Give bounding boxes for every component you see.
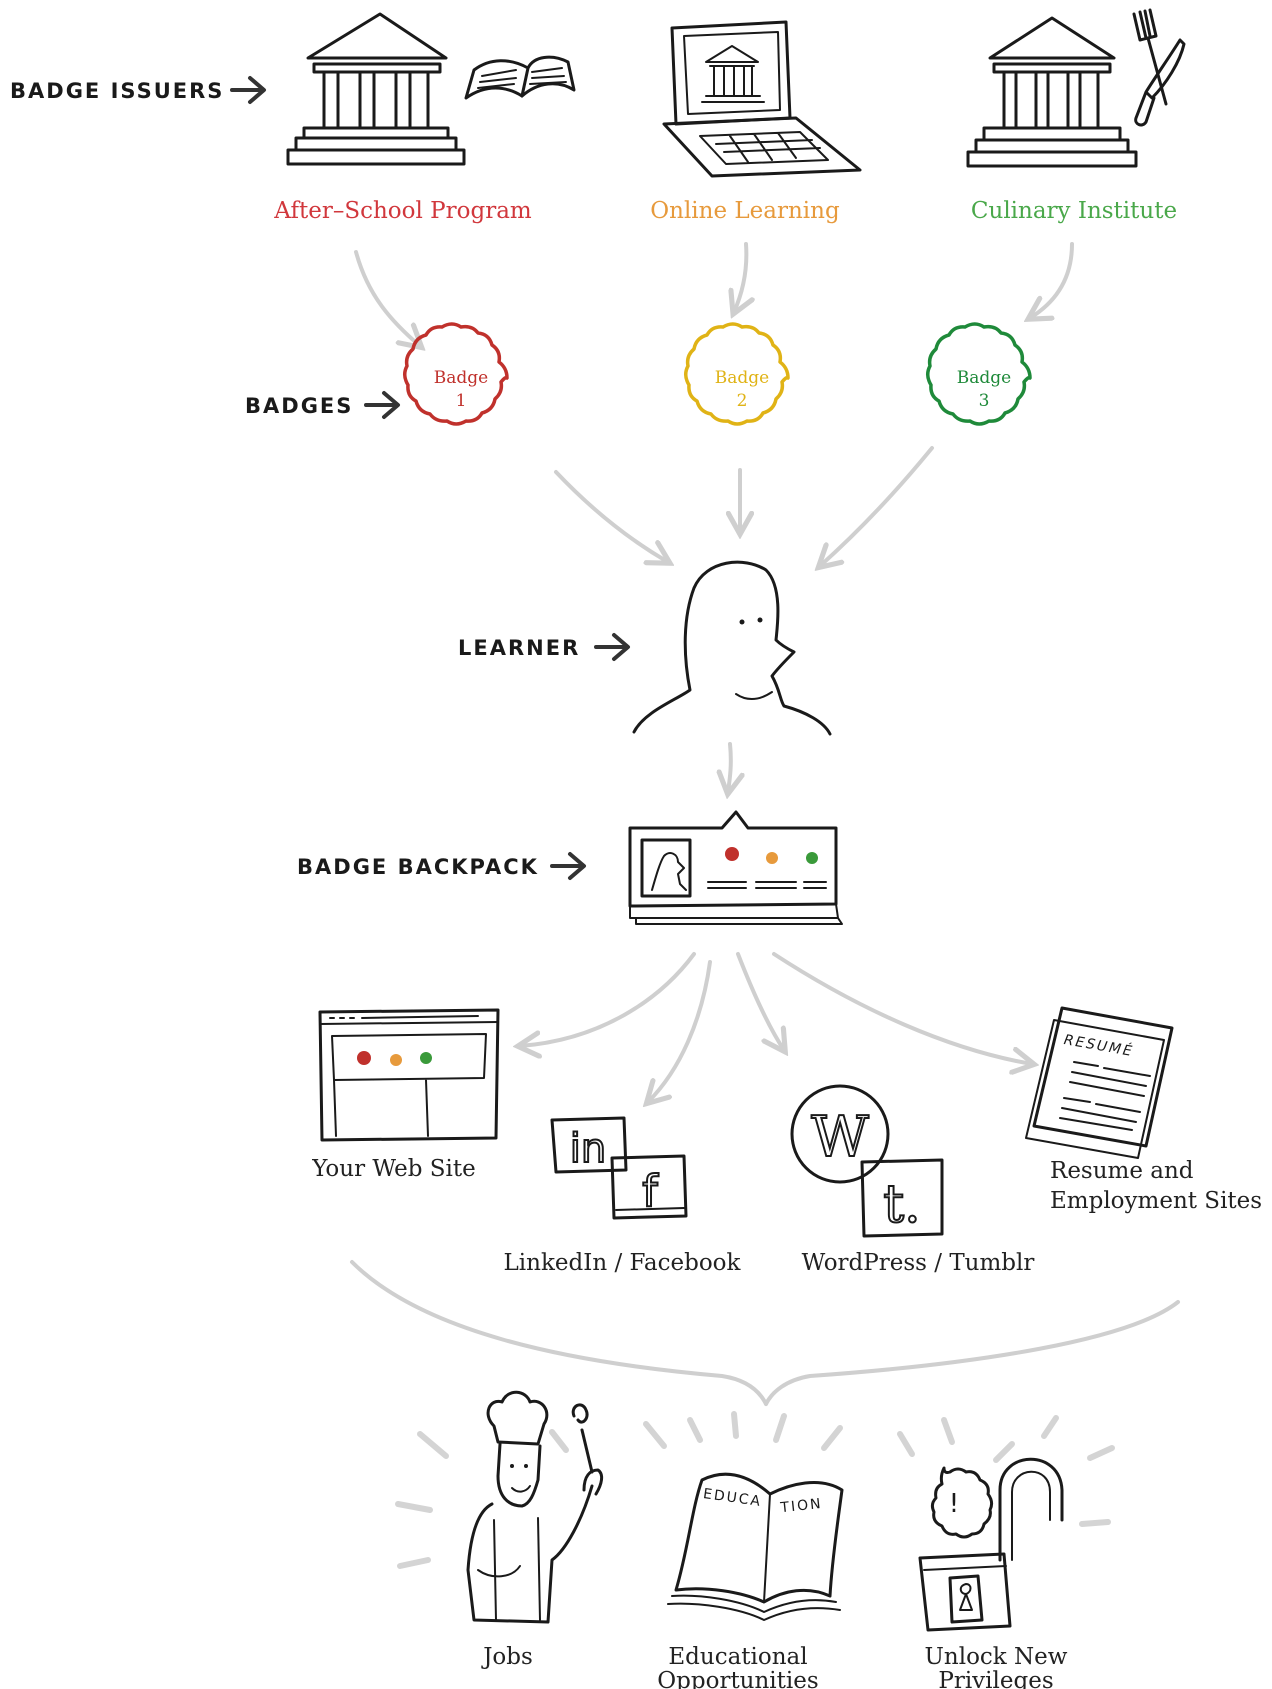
issuer-label-after-school: After–School Program <box>273 198 532 224</box>
book-right-page-text: TION <box>779 1496 824 1516</box>
badge-1-number: 1 <box>456 391 467 411</box>
badge-3: Badge 3 <box>926 322 1032 426</box>
issuer-to-badge-arrows <box>354 242 1074 346</box>
lock-exclamation-mark: ! <box>949 1489 959 1519</box>
outcome-label-jobs: Jobs <box>481 1644 533 1670</box>
flow-arrow <box>1030 242 1074 318</box>
badge-2: Badge 2 <box>684 322 790 426</box>
resume-document-icon: RESUMÉ <box>1025 1006 1174 1159</box>
book-left-page-text: EDUCA <box>702 1486 763 1510</box>
flow-arrow <box>648 960 712 1102</box>
online-learning-laptop-icon <box>662 20 862 178</box>
chef-with-spoon-icon <box>466 1390 604 1624</box>
linkedin-letters: in <box>570 1126 606 1172</box>
badge-backpack-label: BADGE BACKPACK <box>297 855 539 879</box>
destination-label-blogs: WordPress / Tumblr <box>802 1250 1035 1276</box>
destination-label-resume-line2: Employment Sites <box>1050 1188 1262 1214</box>
label-badges: BADGES <box>245 391 400 419</box>
issuer-label-online-learning: Online Learning <box>650 198 840 224</box>
tumblr-icon: t. <box>860 1158 944 1238</box>
learner-label: LEARNER <box>458 636 580 660</box>
right-arrow-icon <box>230 76 266 104</box>
label-badge-backpack: BADGE BACKPACK <box>297 852 586 880</box>
culinary-institute-building-icon <box>966 16 1138 168</box>
wordpress-letter: W <box>811 1105 869 1170</box>
flow-arrow <box>728 742 731 792</box>
flow-arrow <box>354 250 420 346</box>
mini-badges-icon <box>725 847 818 864</box>
convergence-bracket <box>350 1260 1180 1406</box>
label-learner: LEARNER <box>458 633 630 661</box>
badge-backpack-icon <box>628 810 843 925</box>
badge-3-number: 3 <box>979 391 990 411</box>
issuer-label-culinary-institute: Culinary Institute <box>971 198 1177 224</box>
outcome-label-privileges-line2: Privileges <box>938 1668 1053 1689</box>
flow-arrow <box>734 242 746 312</box>
outcome-label-education-line1: Educational <box>668 1644 807 1670</box>
right-arrow-icon <box>594 633 630 661</box>
destination-label-website: Your Web Site <box>311 1156 476 1182</box>
tumblr-letter: t. <box>883 1175 920 1235</box>
badge-3-scalloped-outline <box>926 322 1032 426</box>
open-book-icon: EDUCA TION <box>667 1472 844 1621</box>
flow-arrow <box>772 952 1032 1064</box>
flow-arrow <box>520 952 696 1046</box>
unlocked-padlock-icon: ! <box>918 1457 1064 1632</box>
label-badge-issuers: BADGE ISSUERS <box>10 76 266 104</box>
facebook-letter: f <box>642 1166 659 1217</box>
right-arrow-icon <box>550 852 586 880</box>
badges-label: BADGES <box>245 394 353 418</box>
badge-2-scalloped-outline <box>684 322 790 426</box>
web-browser-icon <box>318 1008 500 1142</box>
flow-arrow <box>820 446 934 566</box>
book-icon <box>464 55 576 100</box>
flow-arrow <box>554 470 668 562</box>
outcome-label-privileges-line1: Unlock New <box>925 1644 1068 1670</box>
flow-arrow <box>736 952 784 1050</box>
wordpress-icon: W <box>790 1084 890 1184</box>
destination-label-social: LinkedIn / Facebook <box>504 1250 742 1276</box>
issuer-labels: After–School Program Online Learning Cul… <box>273 198 1177 224</box>
badge-1-scalloped-outline <box>403 322 509 426</box>
badge-2-title: Badge <box>715 368 769 388</box>
badge-issuers-label: BADGE ISSUERS <box>10 79 224 103</box>
badge-3-title: Badge <box>957 368 1011 388</box>
linkedin-icon: in <box>550 1116 628 1174</box>
badge-1-title: Badge <box>434 368 488 388</box>
right-arrow-icon <box>364 391 400 419</box>
radiating-rays <box>395 1411 1115 1569</box>
resume-heading: RESUMÉ <box>1063 1031 1136 1060</box>
destination-label-resume-line1: Resume and <box>1050 1158 1194 1184</box>
after-school-building-icon <box>286 12 466 166</box>
fork-and-knife-icon <box>1132 8 1186 127</box>
backpack-to-destination-arrows <box>520 952 1032 1102</box>
outcome-label-education-line2: Opportunities <box>657 1668 818 1689</box>
badge-2-number: 2 <box>737 391 748 411</box>
learner-figure-icon <box>632 560 832 736</box>
facebook-icon: f <box>610 1154 688 1220</box>
badge-to-learner-arrows <box>554 446 934 566</box>
badge-1: Badge 1 <box>403 322 509 426</box>
